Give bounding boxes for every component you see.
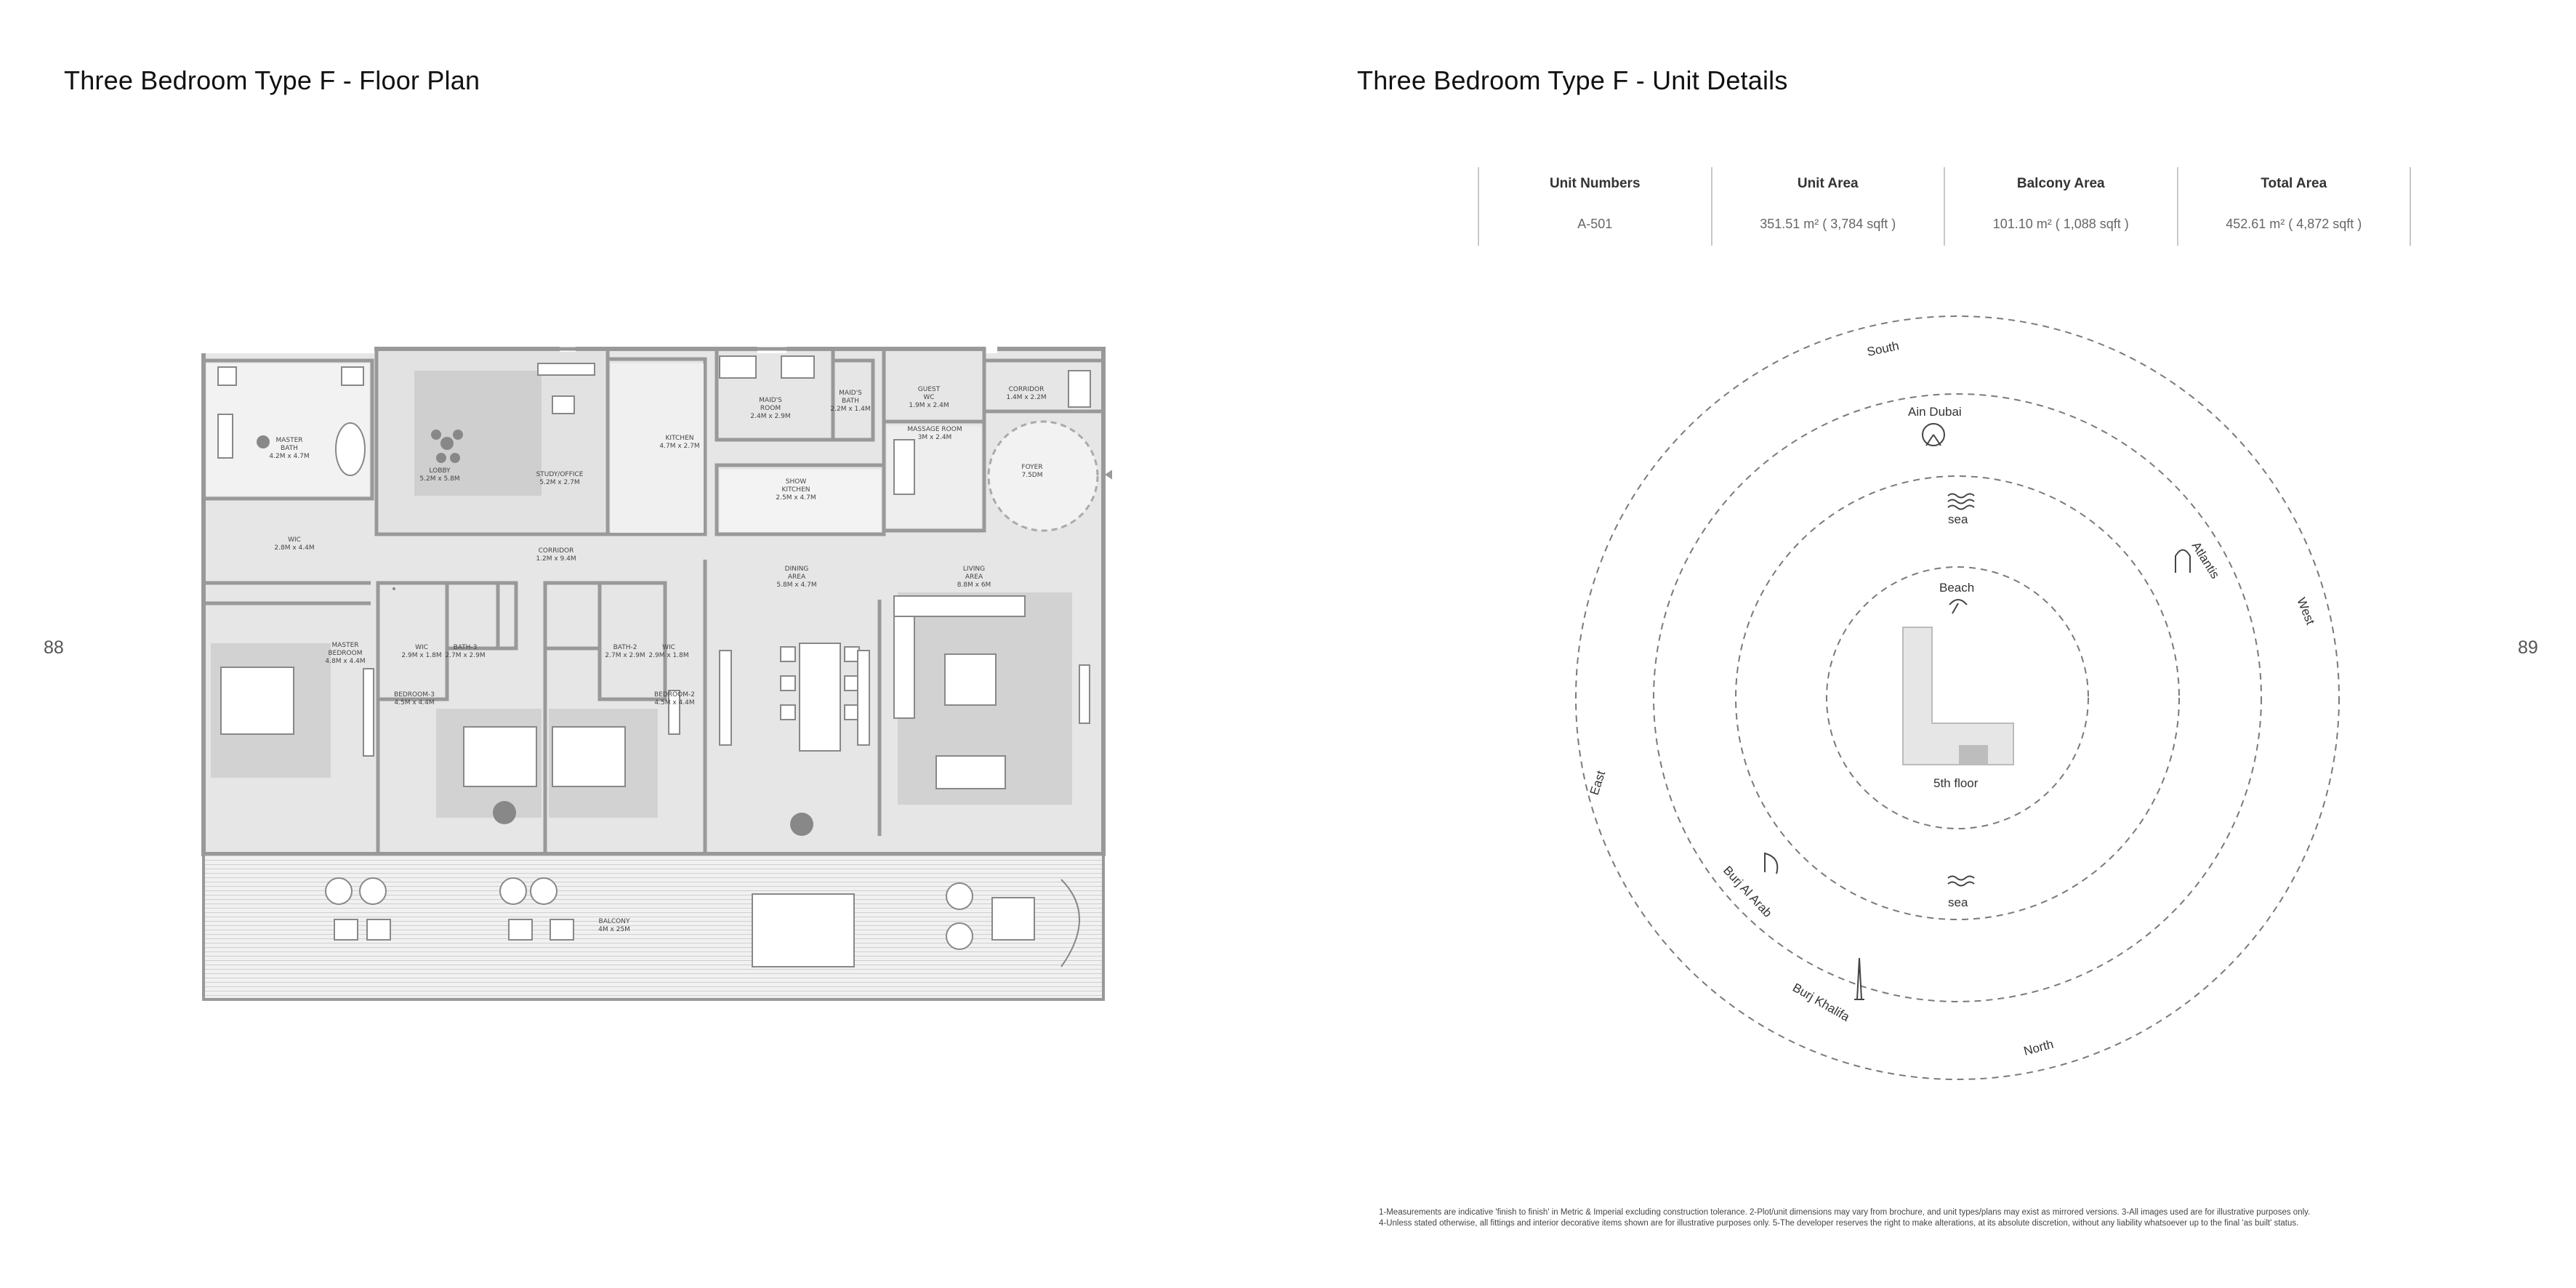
living-label: LIVING [963, 565, 985, 573]
unit-number-header: Unit Numbers [1549, 176, 1641, 191]
floor-label: 5th floor [1933, 776, 1979, 790]
ain-dubai-label: Ain Dubai [1908, 405, 1962, 419]
east-label: East [1587, 769, 1609, 797]
wic2-label: WIC [662, 644, 675, 651]
unit-details-table: Unit Numbers A-501 Unit Area 351.51 m² (… [1478, 167, 2411, 246]
svg-text:BEDROOM-34.5M x 4.4M: BEDROOM-34.5M x 4.4M [394, 691, 435, 707]
burj-al-arab-label: Burj Al Arab [1720, 864, 1774, 920]
footnote-line-2: 4-Unless stated otherwise, all fittings … [1379, 1219, 2299, 1228]
svg-text:BATH-32.7M x 2.9M: BATH-32.7M x 2.9M [445, 644, 485, 659]
beach-umbrella-icon [1949, 599, 1968, 614]
guest-wc-label: GUEST [918, 386, 941, 393]
wall-lines [201, 347, 1106, 854]
wic-master-label: WIC [288, 536, 301, 544]
unit-area-value: 351.51 m² ( 3,784 sqft ) [1760, 217, 1896, 231]
sea-top-label: sea [1948, 512, 1968, 526]
total-area-value: 452.61 m² ( 4,872 sqft ) [2226, 217, 2362, 231]
disclaimer-footnote: 1-Measurements are indicative 'finish to… [1379, 1207, 2396, 1229]
corridor-top-label: CORRIDOR [1009, 386, 1045, 393]
entry-marker [1105, 470, 1112, 480]
unit-number-value: A-501 [1577, 217, 1613, 231]
furniture [217, 355, 1091, 789]
balcony-area-header: Balcony Area [2016, 176, 2105, 191]
page-number-right: 89 [2518, 637, 2538, 658]
unit-area-column: Unit Area 351.51 m² ( 3,784 sqft ) [1712, 167, 1945, 246]
floor-plan-title: Three Bedroom Type F - Floor Plan [64, 65, 480, 95]
master-bath-label: MASTER [275, 437, 302, 444]
unit-location-marker [1959, 745, 1988, 765]
unit-details-title: Three Bedroom Type F - Unit Details [1357, 65, 1788, 95]
orientation-rings [1575, 315, 2340, 1080]
unit-area-header: Unit Area [1797, 176, 1859, 191]
maids-room-label: MAID'S [759, 397, 782, 404]
footnote-line-1: 1-Measurements are indicative 'finish to… [1379, 1208, 2311, 1217]
bath2-label: BATH-2 [613, 644, 637, 651]
total-area-header: Total Area [2261, 176, 2327, 191]
sofa [893, 595, 1026, 617]
atlantis-icon [2175, 549, 2191, 573]
burj-khalifa-label: Burj Khalifa [1790, 981, 1852, 1024]
master-bedroom-label: MASTER [331, 642, 358, 649]
study-label: STUDY/OFFICE [536, 471, 584, 478]
svg-text:BEDROOM-24.5M x 4.4M: BEDROOM-24.5M x 4.4M [654, 691, 695, 707]
bath3-label: BATH-3 [454, 644, 478, 651]
maids-bath-label: MAID'S [839, 390, 862, 397]
building-footprint [1902, 627, 2014, 765]
corridor-label: CORRIDOR [539, 547, 574, 555]
bedroom3-label: BEDROOM-3 [394, 691, 435, 699]
sea-bottom-label: sea [1948, 895, 1968, 909]
waves-icon-bottom [1947, 875, 1975, 887]
page-number-left: 88 [44, 637, 64, 658]
unit-number-column: Unit Numbers A-501 [1478, 167, 1712, 246]
dining-table [799, 643, 841, 752]
dining-label: DINING [785, 565, 809, 573]
north-label: North [2022, 1037, 2055, 1058]
south-label: South [1866, 339, 1900, 359]
total-area-column: Total Area 452.61 m² ( 4,872 sqft ) [2178, 167, 2411, 246]
waves-icon [1947, 493, 1975, 510]
ferris-wheel-icon [1922, 423, 1945, 446]
svg-text:BATH-22.7M x 2.9M: BATH-22.7M x 2.9M [605, 644, 645, 659]
wic3-label: WIC [415, 644, 428, 651]
balcony-area-value: 101.10 m² ( 1,088 sqft ) [1992, 217, 2129, 231]
orientation-diagram: South Ain Dubai sea Atlantis West Beach … [1575, 315, 2340, 1080]
bedroom2-label: BEDROOM-2 [654, 691, 695, 699]
kitchen-label: KITCHEN [666, 435, 694, 442]
beach-label: Beach [1939, 581, 1974, 595]
burj-al-arab-icon [1764, 852, 1779, 874]
balcony-label: BALCONY [599, 918, 630, 925]
west-label: West [2294, 595, 2317, 627]
burj-khalifa-icon [1854, 957, 1864, 1000]
lobby-label: LOBBY [429, 467, 451, 475]
foyer-rotunda [987, 420, 1099, 532]
massage-room-label: MASSAGE ROOM [907, 426, 962, 433]
balcony-furniture [325, 877, 1080, 967]
atlantis-label: Atlantis [2189, 539, 2223, 581]
show-kitchen-label: SHOW [786, 478, 807, 486]
fixtures [257, 430, 813, 836]
balcony-area-column: Balcony Area 101.10 m² ( 1,088 sqft ) [1945, 167, 2178, 246]
foyer-label: FOYER [1021, 464, 1042, 471]
